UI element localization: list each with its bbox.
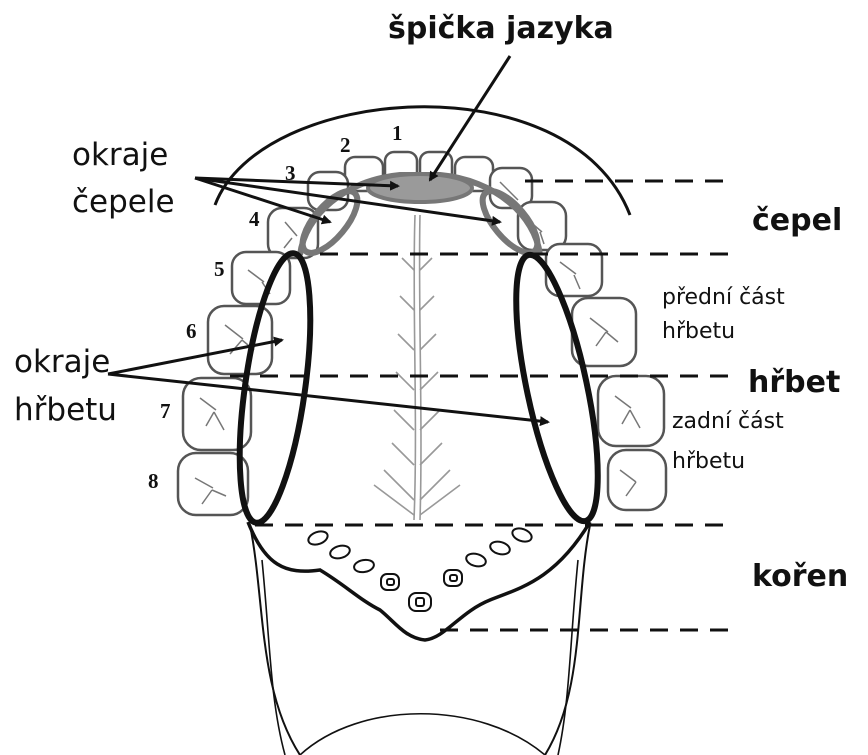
- arrow-dorsum-right: [108, 374, 548, 422]
- tooth-number-8: 8: [148, 469, 159, 493]
- label-blade-edges-line2: čepele: [72, 184, 175, 220]
- label-back-dorsum-line1: zadní část: [672, 409, 784, 434]
- tooth-number-6: 6: [186, 319, 197, 343]
- tooth-number-1: 1: [392, 121, 403, 145]
- label-back-dorsum-line2: hřbetu: [672, 449, 745, 474]
- papillae: [307, 526, 534, 611]
- median-groove: [374, 215, 460, 520]
- label-dorsum-edges-line1: okraje: [14, 344, 110, 380]
- label-blade-edges-line1: okraje: [72, 137, 168, 173]
- pharynx-right: [545, 525, 590, 755]
- tooth-number-5: 5: [214, 257, 225, 281]
- pharynx-left-inner: [262, 560, 285, 755]
- tooth-number-4: 4: [249, 207, 260, 231]
- pharynx-bottom: [300, 714, 545, 755]
- pharynx-left: [250, 525, 300, 755]
- tooth-right-8: [608, 450, 666, 510]
- label-tongue-tip: špička jazyka: [388, 11, 614, 46]
- label-dorsum: hřbet: [748, 365, 840, 400]
- tongue-root-outline: [248, 522, 590, 640]
- label-dorsum-edges-line2: hřbetu: [14, 392, 117, 428]
- tongue-tip: [368, 174, 472, 202]
- label-front-dorsum-line2: hřbetu: [662, 319, 735, 344]
- tooth-left-6: [208, 306, 272, 374]
- tooth-number-7: 7: [160, 399, 171, 423]
- label-root: kořen: [752, 559, 848, 594]
- label-front-dorsum-line1: přední část: [662, 285, 785, 310]
- label-blade: čepel: [752, 203, 842, 238]
- tooth-number-2: 2: [340, 133, 351, 157]
- tooth-number-3: 3: [285, 161, 296, 185]
